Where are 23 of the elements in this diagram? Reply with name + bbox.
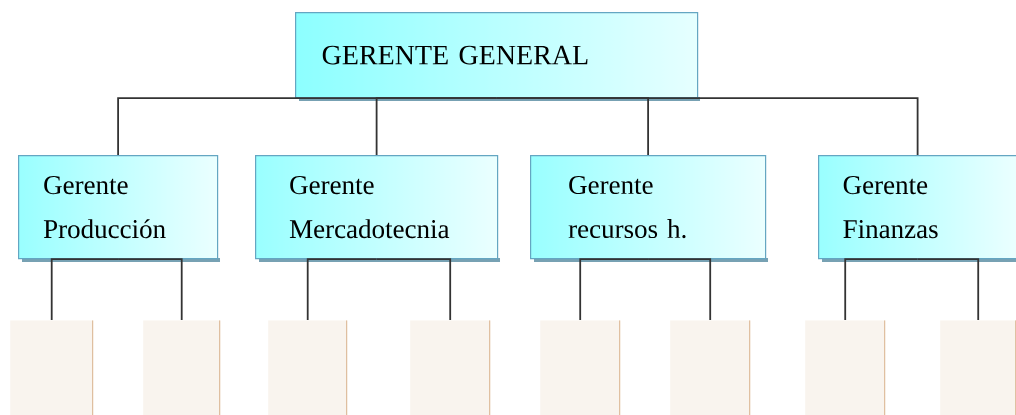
connector-line bbox=[647, 258, 712, 321]
empty-box bbox=[268, 320, 348, 415]
empty-box bbox=[670, 320, 751, 415]
connector-line bbox=[495, 97, 919, 156]
manager-box: Gerente Producción bbox=[18, 155, 220, 262]
manager-box: Gerente recursos h. bbox=[530, 155, 768, 262]
empty-box bbox=[143, 320, 221, 415]
connector-line bbox=[916, 258, 980, 321]
connector-line bbox=[306, 258, 378, 321]
empty-box bbox=[10, 320, 94, 415]
manager-box: GERENTE GENERAL bbox=[295, 12, 700, 101]
manager-box: Gerente Mercadotecnia bbox=[255, 155, 500, 262]
empty-box bbox=[805, 320, 886, 415]
manager-box: Gerente Finanzas bbox=[818, 155, 1016, 262]
connector-line bbox=[50, 258, 119, 321]
connector-line bbox=[375, 258, 452, 321]
empty-box bbox=[410, 320, 491, 415]
empty-box bbox=[940, 320, 1016, 415]
connector-line bbox=[844, 258, 919, 321]
connector-line bbox=[375, 97, 498, 156]
empty-box bbox=[540, 320, 621, 415]
connector-line bbox=[579, 258, 649, 321]
connector-line bbox=[117, 258, 183, 321]
